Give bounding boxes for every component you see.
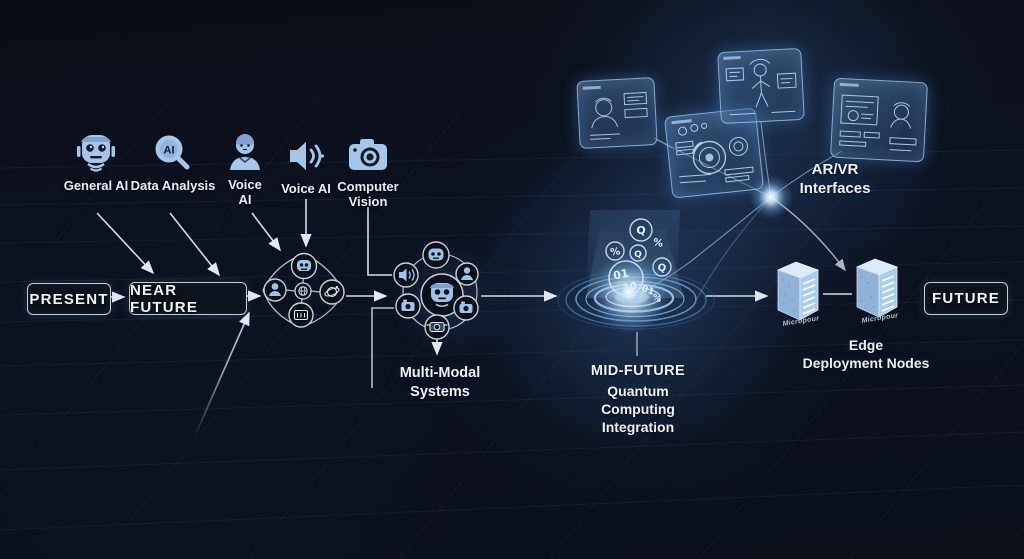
glyph-pct-float: % [652,237,664,250]
glyph-bits-1: 01 [612,267,630,283]
glyph-bits-2: 10 [622,281,638,294]
connector-lower [371,307,394,388]
ai-hub-cluster [262,252,345,328]
capability-label-line1: Computer [337,179,399,194]
arrow-dataanalysis [169,212,220,277]
magnifier-glyph: AI [164,145,175,157]
robot-face-icon [77,135,115,172]
capability-general-ai: General AI [53,131,139,194]
capability-computer-vision: Computer Vision [325,136,411,210]
arrow-generalai [96,212,155,275]
arrow-diagonal-lowerleft [193,311,250,439]
ai-magnifier-icon: AI [155,135,190,170]
capability-voice-ai-speaker: Voice AI [263,138,349,197]
timeline-box-present: PRESENT [27,283,111,315]
arvr-screen-1 [576,77,658,149]
arvr-screen-4 [829,77,929,163]
capability-label-line2: Vision [348,193,388,209]
glyph-q-large: Q [636,224,645,237]
glyph-bits-3: 01 [640,284,655,297]
connector-computer-vision [367,207,392,276]
connectors [96,199,852,439]
arvr-screen-2 [663,107,765,199]
arrow-voiceai [251,212,281,252]
arvr-label: AR/VR Interfaces [799,161,871,198]
timeline-box-future: FUTURE [924,282,1008,315]
capability-data-analysis: AI Data Analysis [130,133,216,194]
capability-label-line1: Voice [228,177,262,192]
capability-label-line2: AI [238,191,252,207]
edge-server-2 [855,258,899,318]
capability-label: Data Analysis [130,178,216,193]
glyph-q-right: Q [657,262,667,274]
edge-caption: Edge Deployment Nodes [802,337,930,371]
edge-server-1 [776,261,820,321]
quantum-bubbles: Q % % Q Q 01 10 01 % [605,218,672,305]
glyph-q-mid: Q [634,250,642,260]
arvr-screen-3 [717,47,805,125]
glyph-pct-circled: % [609,246,620,258]
multi-modal-cluster [393,241,479,340]
quantum-caption: Quantum Computing Integration [601,383,675,435]
multi-modal-label: Multi-Modal Systems [399,365,481,400]
capability-label: General AI [63,178,129,193]
speaker-icon [290,142,325,170]
glyph-pct-low: % [651,293,663,305]
capability-label: Voice AI [281,181,331,196]
capability-voice-ai: Voice AI [202,132,288,208]
timeline-box-near-future: NEAR FUTURE [129,282,247,316]
voice-assistant-icon [230,134,260,170]
camera-icon [349,139,387,170]
quantum-stage-label: MID-FUTURE [590,363,686,379]
